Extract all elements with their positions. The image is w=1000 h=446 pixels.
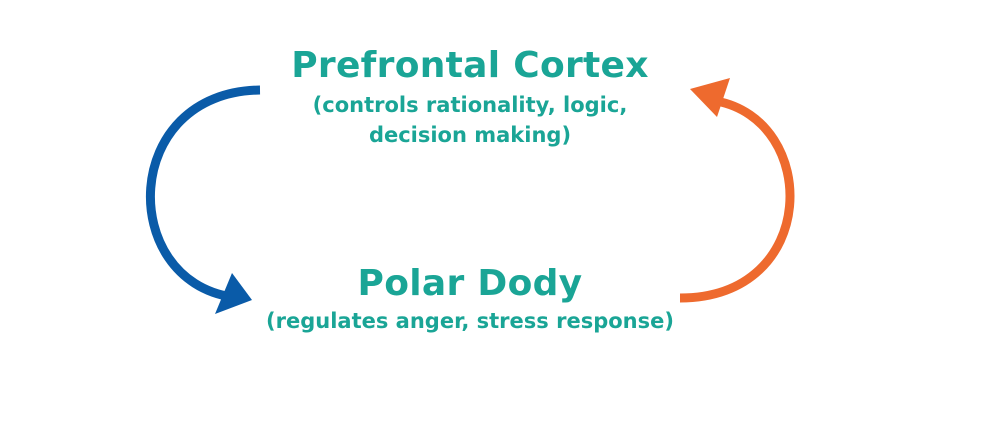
prefrontal-cortex-node: Prefrontal Cortex (controls rationality,… — [0, 44, 940, 150]
left-arrow-head — [215, 273, 252, 314]
left-arrow — [146, 85, 261, 314]
right-arrow — [679, 78, 795, 303]
polar-dody-description: (regulates anger, stress response) — [266, 309, 674, 333]
right-arrow-shaft — [679, 96, 795, 303]
prefrontal-cortex-title: Prefrontal Cortex — [291, 45, 649, 86]
right-arrow-head — [690, 78, 730, 117]
prefrontal-cortex-description: (controls rationality, logic, decision m… — [312, 93, 628, 147]
polar-dody-node: Polar Dody (regulates anger, stress resp… — [0, 262, 940, 336]
polar-dody-title: Polar Dody — [357, 263, 583, 304]
left-arrow-shaft — [146, 85, 261, 302]
